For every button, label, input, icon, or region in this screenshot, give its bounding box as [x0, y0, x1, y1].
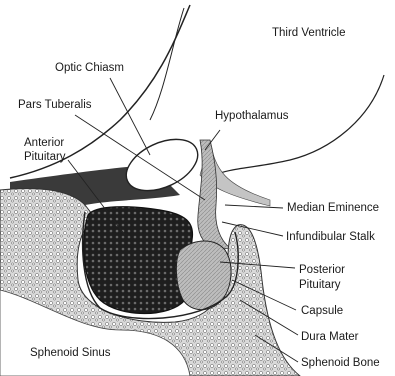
label-capsule: Capsule: [301, 305, 343, 318]
label-posterior-pituitary-line2: Pituitary: [299, 279, 341, 292]
label-anterior-pituitary-line2: Pituitary: [24, 151, 66, 164]
label-pars-tuberalis: Pars Tuberalis: [18, 99, 92, 112]
label-third-ventricle: Third Ventricle: [272, 27, 346, 40]
label-sphenoid-bone: Sphenoid Bone: [301, 357, 380, 370]
label-anterior-pituitary-line1: Anterior: [24, 137, 64, 150]
label-dura-mater: Dura Mater: [301, 331, 359, 344]
third-ventricle-outline: [215, 75, 384, 175]
label-hypothalamus: Hypothalamus: [215, 110, 289, 123]
infundibular-stalk: [198, 140, 230, 250]
label-infundibular-stalk: Infundibular Stalk: [286, 231, 375, 244]
label-posterior-pituitary-line1: Posterior: [299, 264, 345, 277]
anterior-pituitary-shape: [84, 207, 193, 314]
label-median-eminence: Median Eminence: [287, 202, 379, 215]
label-optic-chiasm: Optic Chiasm: [55, 62, 124, 75]
brain-outline-inner: [150, 8, 184, 120]
label-sphenoid-sinus: Sphenoid Sinus: [30, 347, 111, 360]
